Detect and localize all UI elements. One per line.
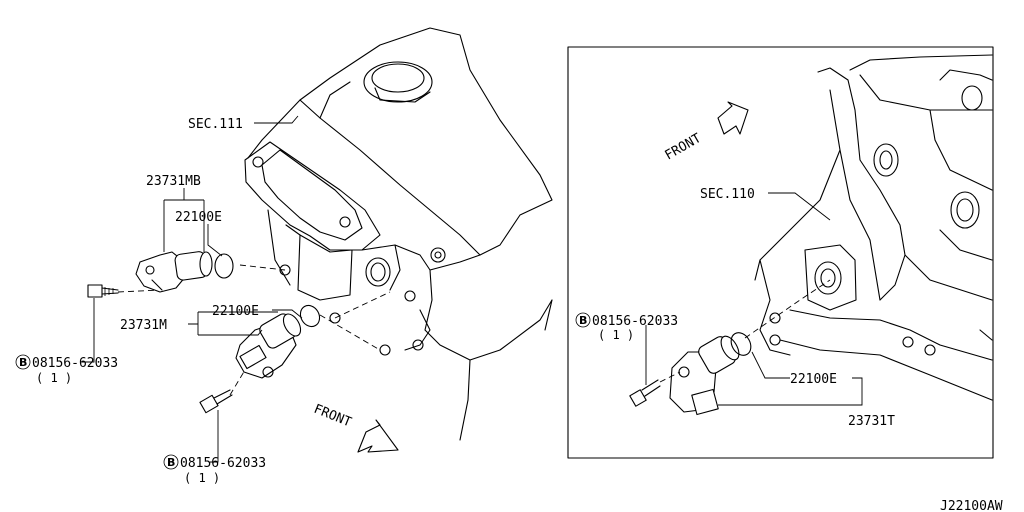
bolt-bottom-icon — [199, 389, 233, 414]
o-ring-22100E-inset — [730, 332, 752, 356]
front-arrow-left — [357, 419, 399, 453]
label-sec111: SEC.111 — [188, 117, 243, 132]
label-23731MB: 23731MB — [146, 174, 201, 189]
cam-sensor-23731T — [669, 335, 740, 416]
inset-front-arrow — [717, 101, 749, 135]
inset-block-drawing — [754, 54, 993, 401]
label-bolt-left-qty: ( 1 ) — [36, 371, 72, 385]
inset-alignment-line-2 — [659, 371, 681, 383]
label-bolt-bottom-qty: ( 1 ) — [184, 471, 220, 485]
label-front-inset: FRONT — [663, 131, 705, 164]
bolt-inset-icon — [629, 379, 661, 407]
leader-lines-left — [82, 115, 303, 463]
crank-sensor-23731M — [235, 313, 302, 379]
alignment-lines — [117, 264, 391, 396]
label-22100E-inset: 22100E — [790, 372, 837, 387]
diagram-code: J22100AW — [940, 499, 1003, 512]
bolt-badge-inset: B — [579, 314, 587, 327]
label-bolt-bottom-number: 08156-62033 — [180, 456, 266, 471]
bolt-badge-left: B — [19, 356, 27, 369]
bolt-left-callout: B 08156-62033 ( 1 ) — [15, 354, 118, 385]
bolt-inset-callout: B 08156-62033 ( 1 ) — [575, 312, 678, 342]
label-22100E-mid: 22100E — [212, 304, 259, 319]
label-23731T: 23731T — [848, 414, 895, 429]
o-ring-22100E-top — [214, 253, 234, 279]
label-bolt-inset-number: 08156-62033 — [592, 314, 678, 329]
label-23731M: 23731M — [120, 318, 167, 333]
cam-sensor-23731MB — [135, 251, 213, 293]
label-front-left: FRONT — [312, 402, 354, 431]
label-bolt-inset-qty: ( 1 ) — [598, 328, 634, 342]
bolt-left-icon — [87, 284, 119, 298]
o-ring-22100E-mid — [299, 304, 321, 328]
inset-frame — [567, 46, 994, 459]
inset-alignment-line — [744, 279, 831, 339]
engine-head-drawing — [244, 27, 553, 441]
bolt-badge-bottom: B — [167, 456, 175, 469]
label-22100E-top: 22100E — [175, 210, 222, 225]
label-sec110: SEC.110 — [700, 187, 755, 202]
bolt-bottom-callout: B 08156-62033 ( 1 ) — [163, 454, 266, 485]
leader-lines-inset — [645, 192, 863, 406]
label-bolt-left-number: 08156-62033 — [32, 356, 118, 371]
